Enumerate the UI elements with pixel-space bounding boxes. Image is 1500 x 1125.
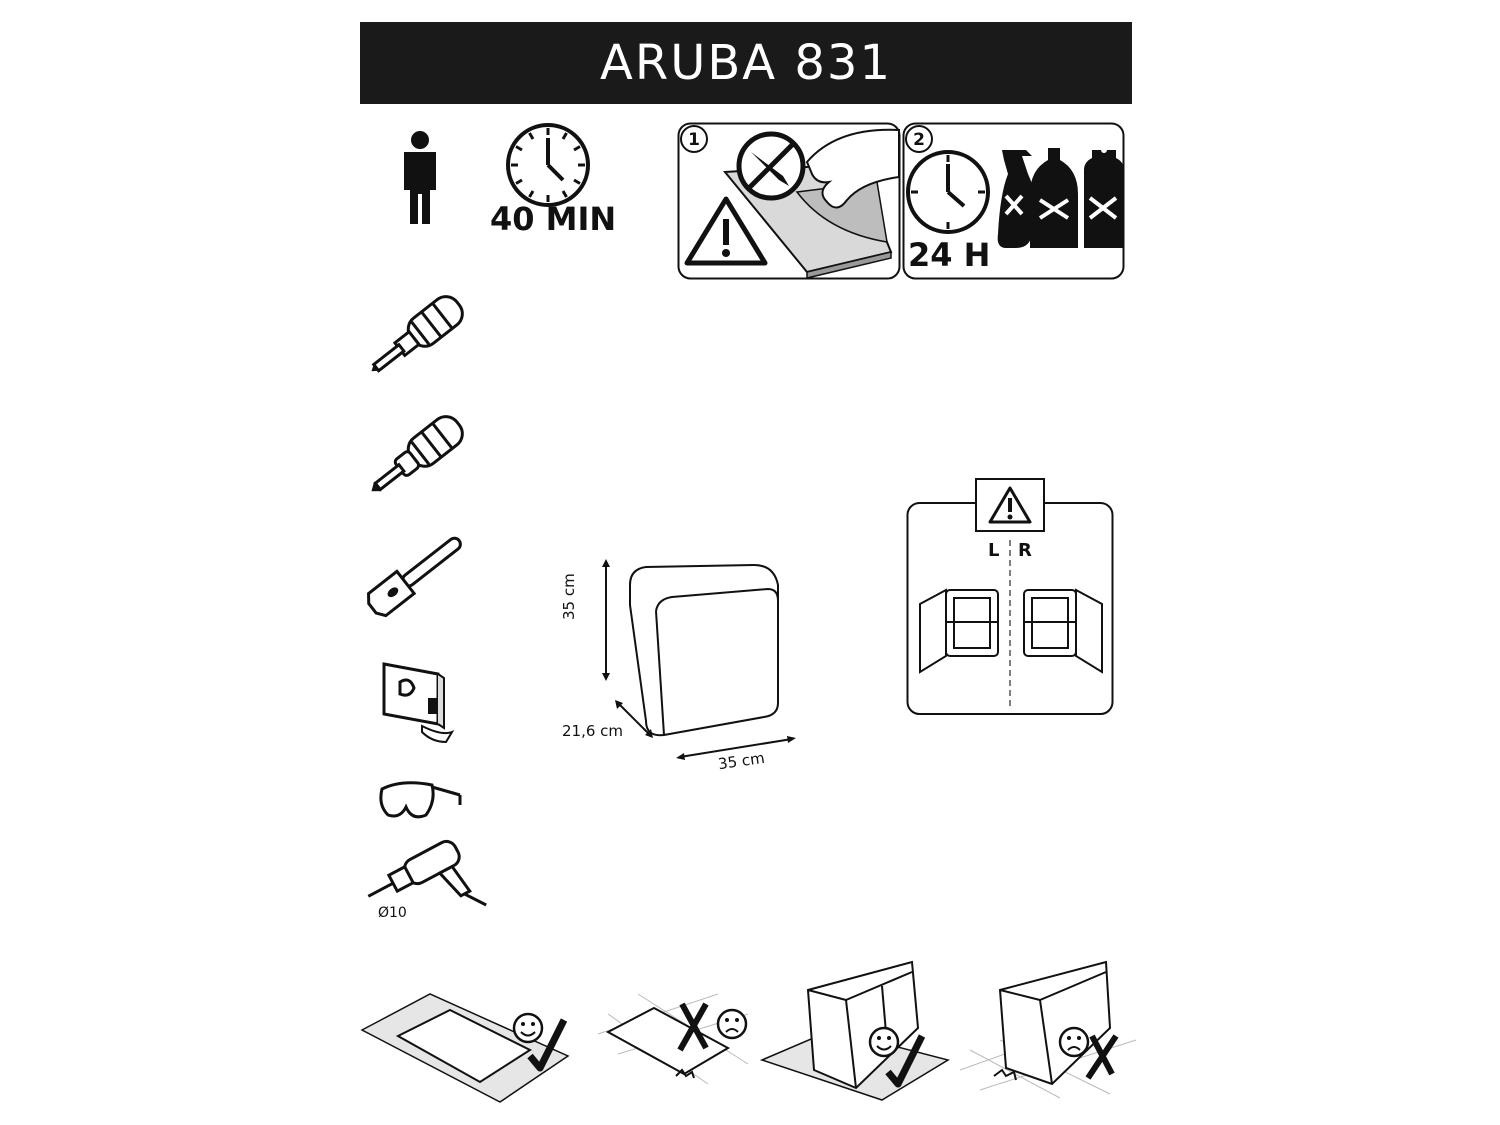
assembly-time-label: 40 MIN <box>490 200 617 238</box>
phillips-screwdriver-icon <box>371 415 464 492</box>
surface-tip-1 <box>360 993 570 1103</box>
cross-icon <box>677 1002 709 1052</box>
title-bar: ARUBA 831 <box>360 22 1132 104</box>
wait-time-label: 24 H <box>908 236 991 274</box>
dimension-height-label: 35 cm <box>560 573 578 620</box>
hammer-icon <box>367 536 462 618</box>
warning-panel-2: 2 <box>902 122 1125 280</box>
frown-icon <box>1058 1026 1090 1058</box>
left-orientation-label: L <box>988 540 1000 561</box>
aerosol-can-icon <box>1084 147 1124 248</box>
tape-measure-icon <box>382 662 455 744</box>
smiley-icon <box>512 1012 544 1044</box>
warning-triangle-icon <box>684 196 768 266</box>
drill-bit-size-label: Ø10 <box>378 905 407 921</box>
frown-icon <box>716 1008 748 1040</box>
cross-icon <box>1085 1034 1119 1080</box>
page-title: ARUBA 831 <box>600 35 892 91</box>
right-orientation-label: R <box>1018 540 1032 561</box>
clock-icon <box>506 123 590 207</box>
check-icon <box>885 1034 926 1088</box>
no-knife-icon <box>736 131 806 201</box>
surface-tip-4 <box>959 960 1137 1099</box>
surface-tip-2 <box>597 993 749 1085</box>
orientation-panel <box>906 478 1114 715</box>
panel-2-number: 2 <box>913 130 925 150</box>
warning-triangle-icon <box>988 486 1032 524</box>
drill-icon <box>367 839 487 907</box>
check-icon <box>527 1018 568 1072</box>
spray-bottle-icon <box>997 150 1037 248</box>
detergent-bottle-icon <box>1030 148 1078 248</box>
surface-tip-3 <box>759 960 950 1101</box>
smiley-icon <box>868 1026 900 1058</box>
person-icon <box>404 131 436 224</box>
safety-glasses-icon <box>379 781 462 819</box>
cabinet-drawing <box>602 559 796 760</box>
flathead-screwdriver-icon <box>371 295 464 373</box>
clock-icon <box>906 150 990 234</box>
dimension-depth-label: 21,6 cm <box>562 722 624 740</box>
panel-1-number: 1 <box>688 130 700 150</box>
